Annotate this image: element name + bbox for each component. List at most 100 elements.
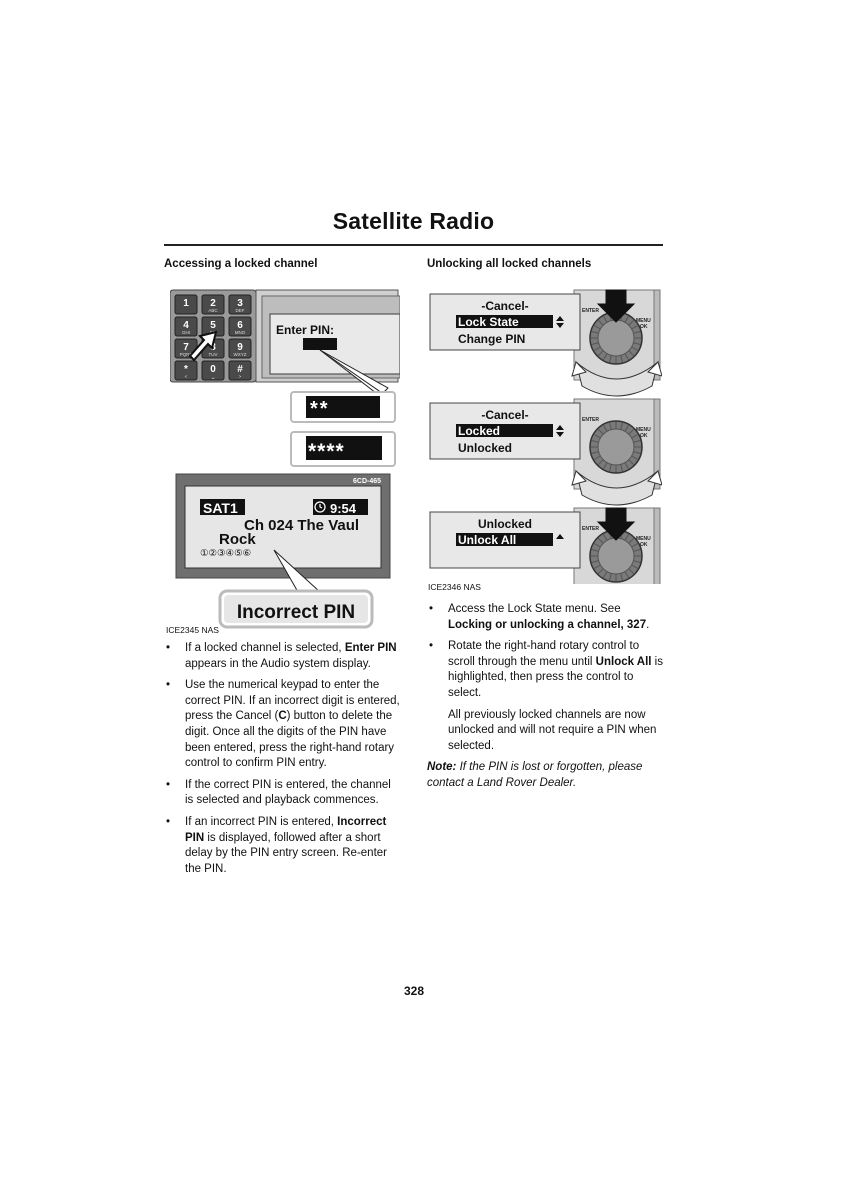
menu-top-line: -Cancel- [481,408,528,422]
bullet-text: is displayed, followed after a short del… [185,831,387,875]
keypad-key [201,360,225,381]
keypad-key-number: # [237,364,243,375]
bullet-item: Use the numerical keypad to enter the co… [164,678,402,772]
keypad-key-number: 1 [183,298,189,309]
ok-label: OK [640,542,648,548]
bullet-text: Use the numerical keypad to enter the co… [185,679,400,723]
clock-icon [314,501,326,513]
bullet-bold-text: Locking or unlocking a channel, 327 [448,618,647,631]
keypad-key [228,360,252,381]
left-figure-caption: ICE2345 NAS [166,625,219,635]
bullet-text: . [646,618,650,631]
keypad-key [201,294,225,315]
menu-top-line: -Cancel- [481,299,528,313]
pin-two-text: ** [310,398,330,420]
scroll-up-icon [556,425,564,430]
page-number: 328 [403,984,425,998]
menu-label: MENU [636,536,651,542]
pin-four-text: **** [308,440,345,463]
menu-highlight-text: Lock State [458,315,519,329]
keypad-key-number: 8 [210,342,216,353]
bullet-bold-text: Enter PIN [344,642,397,654]
title-rule [164,244,663,246]
menu-highlight-bar [456,424,553,437]
keypad-key-letters: PQRS [180,352,193,357]
keypad-key-letters: MNO [235,330,246,335]
page-title: Satellite Radio [332,208,495,234]
note-text: If the PIN is lost or forgotten, please … [427,761,643,789]
enter-label: ENTER [582,526,599,532]
follow-paragraph: All previously locked channels are now u… [448,708,657,752]
genre-label: Rock [219,531,256,548]
keypad-key-number: 5 [210,320,216,331]
menu-highlight-bar [456,533,553,546]
bullet-item: If the correct PIN is entered, the chann… [164,778,402,809]
note-paragraph: Note: If the PIN is lost or forgotten, p… [427,760,663,791]
keypad-key [228,316,252,337]
bullet-bold-text: Unlock All [595,655,652,668]
right-figure-caption: ICE2346 NAS [428,582,481,592]
section-heading-accessing: Accessing a locked channel [164,258,318,270]
menu-highlight-text: Unlock All [458,533,516,547]
keypad-key-letters: GHI [182,330,190,335]
bullet-item: If an incorrect PIN is entered, Incorrec… [164,815,402,877]
menu-label: MENU [636,427,651,433]
bullet-text: ) button to delete the digit. Once all t… [185,710,395,770]
scroll-down-icon [556,432,564,437]
incorrect-pin-text: Incorrect PIN [237,602,355,623]
keypad-key [228,294,252,315]
menu-bottom-line: Change PIN [458,332,525,346]
press-down-arrow-icon [596,289,636,323]
keypad-key [228,338,252,359]
pin-cursor-block [303,338,337,350]
keypad-key [174,316,198,337]
bullet-text: If a locked channel is selected, [185,642,345,654]
enter-label: ENTER [582,417,599,423]
keypad-key-letters: WXYZ [234,352,247,357]
scroll-up-icon [556,534,564,539]
scroll-up-icon [556,316,564,321]
keypad-key [174,360,198,381]
keypad-key-number: 2 [210,298,216,309]
scroll-down-icon [556,323,564,328]
enter-pin-label: Enter PIN: [276,323,334,337]
keypad-key-letters: ␣ [212,374,215,380]
keypad-key-letters: ABC [208,308,218,313]
ok-label: OK [640,433,648,439]
keypad: 12ABC3DEF4GHI5JKL6MNO7PQRS8TUV9WXYZ*<0␣#… [174,294,252,381]
left-bullet-list: If a locked channel is selected, Enter P… [164,641,402,883]
channel-line: Ch 024 The Vaul [244,517,359,534]
keypad-key-number: 6 [237,320,243,331]
part-code: 6CD-465 [353,478,381,485]
keypad-key-number: 4 [183,320,189,331]
keypad-key-letters: DEF [236,308,245,313]
bullet-item: If a locked channel is selected, Enter P… [164,641,402,672]
bullet-bold-text: C [278,710,287,723]
keypad-key-letters: > [239,374,242,379]
menu-highlight-bar [456,315,553,328]
band-label: SAT1 [203,500,238,516]
keypad-key-letters: TUV [209,352,218,357]
bullet-bold-text: Incorrect PIN [185,815,387,844]
pin-entry-figure: 12ABC3DEF4GHI5JKL6MNO7PQRS8TUV9WXYZ*<0␣#… [170,289,400,629]
bullet-text: If the correct PIN is entered, the chann… [185,778,391,807]
keypad-key-number: 3 [237,298,243,309]
press-down-arrow-icon [596,507,636,541]
bullet-text: is highlighted, then press the control t… [448,655,663,699]
note-label: Note: [427,761,457,774]
bullet-text: If an incorrect PIN is entered, [185,815,338,828]
keypad-key-number: 9 [237,342,243,353]
keypad-key-letters: < [185,374,188,379]
keypad-key-number: 7 [183,342,189,353]
bullet-text: appears in the Audio system display. [185,657,371,670]
right-text-block: Access the Lock State menu. See Locking … [427,602,663,792]
menu-label: MENU [636,318,651,324]
clock-time: 9:54 [330,501,357,516]
keypad-key-number: 0 [210,364,216,375]
menu-top-line: Unlocked [478,517,532,531]
press-arrow-icon [188,330,218,362]
keypad-key-number: * [184,364,188,375]
section-heading-unlocking: Unlocking all locked channels [427,258,592,270]
